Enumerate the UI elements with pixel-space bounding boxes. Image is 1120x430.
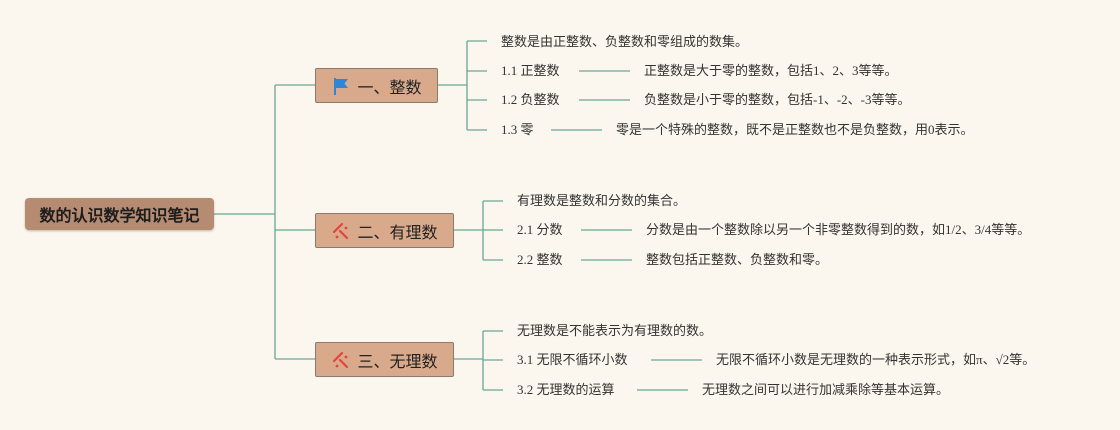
subtopic-description: 负整数是小于零的整数，包括-1、-2、-3等等。 <box>644 92 911 107</box>
flag-icon <box>331 76 351 96</box>
subtopic-description: 分数是由一个整数除以另一个非零整数得到的数，如1/2、3/4等等。 <box>646 222 1031 237</box>
root-topic[interactable]: 数的认识数学知识笔记 <box>25 198 214 230</box>
sparkle-icon <box>331 221 351 241</box>
branch-topic-irrationals[interactable]: 三、无理数 <box>315 342 454 377</box>
branch-topic-label: 三、无理数 <box>357 353 438 371</box>
subtopic-term[interactable]: 3.1 无限不循环小数 <box>517 352 628 367</box>
subtopic-description: 正整数是大于零的整数，包括1、2、3等等。 <box>644 63 898 78</box>
branch-topic-rationals[interactable]: 二、有理数 <box>315 213 454 248</box>
subtopic-term[interactable]: 1.3 零 <box>501 122 534 137</box>
branch-topic-integers[interactable]: 一、整数 <box>315 68 438 103</box>
branch-topic-label: 二、有理数 <box>357 224 438 242</box>
subtopic-term[interactable]: 1.2 负整数 <box>501 92 560 107</box>
subtopic-term[interactable]: 1.1 正整数 <box>501 63 560 78</box>
subtopic-description: 无限不循环小数是无理数的一种表示形式，如π、√2等。 <box>716 352 1036 367</box>
subtopic-description: 整数包括正整数、负整数和零。 <box>646 252 829 267</box>
subtopic-term[interactable]: 3.2 无理数的运算 <box>517 382 615 397</box>
branch-topic-label: 一、整数 <box>357 79 422 97</box>
branch-summary: 有理数是整数和分数的集合。 <box>517 193 687 208</box>
sparkle-icon <box>331 350 351 370</box>
branch-summary: 整数是由正整数、负整数和零组成的数集。 <box>501 34 749 49</box>
subtopic-term[interactable]: 2.2 整数 <box>517 252 563 267</box>
branch-summary: 无理数是不能表示为有理数的数。 <box>517 323 713 338</box>
subtopic-description: 零是一个特殊的整数，既不是正整数也不是负整数，用0表示。 <box>616 122 974 137</box>
subtopic-term[interactable]: 2.1 分数 <box>517 222 563 237</box>
subtopic-description: 无理数之间可以进行加减乘除等基本运算。 <box>702 382 950 397</box>
root-topic-label: 数的认识数学知识笔记 <box>39 208 200 225</box>
